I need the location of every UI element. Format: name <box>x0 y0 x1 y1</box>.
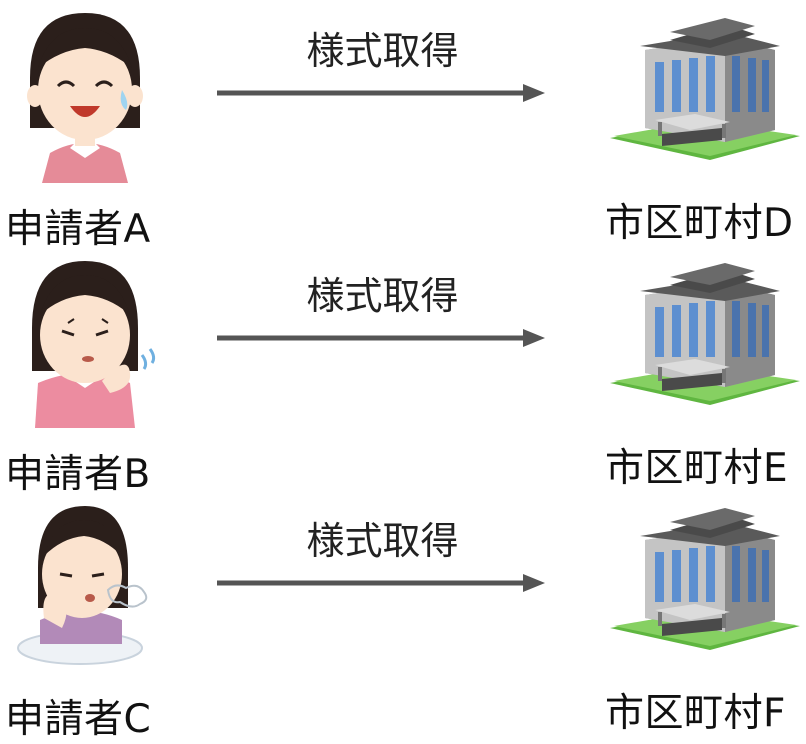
municipality-d: 市区町村D <box>595 0 806 246</box>
happy-woman-icon <box>27 13 143 183</box>
sighing-woman-icon <box>17 506 148 665</box>
arrow-label: 様式取得 <box>306 274 459 318</box>
municipality-f: 市区町村F <box>595 490 806 736</box>
office-building-icon <box>610 508 800 650</box>
request-flow: 様式取得 <box>215 490 550 630</box>
applicant-b: 申請者B <box>0 245 175 497</box>
flow-row-c: 申請者C 様式取得 市区町村F <box>0 490 806 742</box>
municipality-label: 市区町村D <box>605 201 794 246</box>
office-building-icon <box>610 263 800 405</box>
applicant-label: 申請者C <box>5 697 152 742</box>
applicant-c: 申請者C <box>0 490 175 742</box>
worried-woman-icon <box>32 261 156 428</box>
right-arrow-icon <box>217 574 545 592</box>
arrow-label: 様式取得 <box>306 519 459 563</box>
right-arrow-icon <box>217 84 545 102</box>
municipality-e: 市区町村E <box>595 245 806 491</box>
right-arrow-icon <box>217 329 545 347</box>
municipality-label: 市区町村E <box>605 446 789 491</box>
request-flow: 様式取得 <box>215 245 550 385</box>
flow-row-a: 申請者A 様式取得 市区町村D <box>0 0 806 252</box>
flow-row-b: 申請者B 様式取得 市区町村E <box>0 245 806 497</box>
office-building-icon <box>610 18 800 160</box>
request-flow: 様式取得 <box>215 0 550 140</box>
applicant-label: 申請者B <box>5 452 151 497</box>
applicant-a: 申請者A <box>0 0 175 252</box>
municipality-label: 市区町村F <box>605 691 786 736</box>
arrow-label: 様式取得 <box>306 29 459 73</box>
applicant-label: 申請者A <box>5 207 151 252</box>
